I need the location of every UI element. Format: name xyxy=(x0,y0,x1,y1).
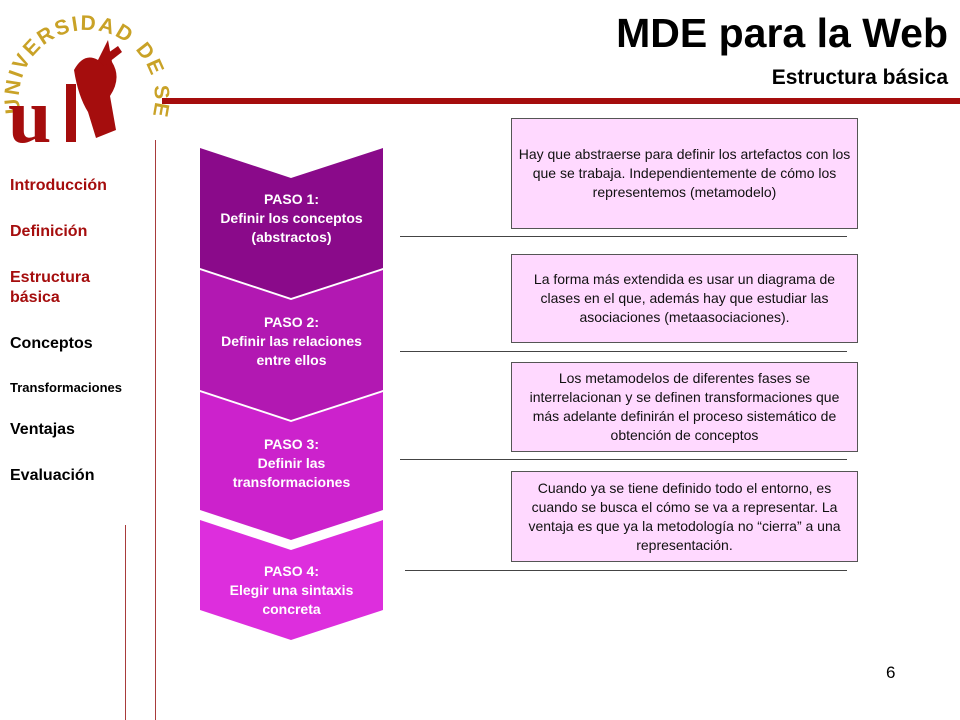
slide-subtitle: Estructura básica xyxy=(771,66,948,89)
step-4-chevron xyxy=(200,520,383,640)
university-seal-logo: UNIVERSIDAD DE SEVILLA u xyxy=(0,0,170,159)
step-1-label: PASO 1: Definir los conceptos (abstracto… xyxy=(200,190,383,247)
slide-title: MDE para la Web xyxy=(616,10,948,56)
step-4-description: Cuando ya se tiene definido todo el ento… xyxy=(511,471,858,562)
nav-item-transformaciones[interactable]: Transformaciones xyxy=(10,380,122,395)
step-3-label: PASO 3: Definir las transformaciones xyxy=(200,435,383,492)
step-4-label: PASO 4: Elegir una sintaxis concreta xyxy=(200,562,383,619)
step-2-description: La forma más extendida es usar un diagra… xyxy=(511,254,858,343)
step-3-line2: transformaciones xyxy=(232,474,351,490)
header-rule xyxy=(162,98,960,104)
step-2-line1: Definir las relaciones xyxy=(221,333,362,349)
nav-item-evaluacion[interactable]: Evaluación xyxy=(10,467,95,484)
step-1-line2: (abstractos) xyxy=(251,229,332,245)
logo-letter-u: u xyxy=(8,72,51,159)
step-2-heading: PASO 2: xyxy=(264,314,319,330)
step-1-underline xyxy=(400,236,847,237)
step-3-description: Los metamodelos de diferentes fases se i… xyxy=(511,362,858,452)
sidebar-divider-right xyxy=(155,140,156,720)
sidebar-divider-left xyxy=(125,525,126,720)
step-3-heading: PASO 3: xyxy=(264,436,319,452)
nav-item-conceptos[interactable]: Conceptos xyxy=(10,335,93,352)
step-2-chevron xyxy=(200,270,383,420)
step-2-underline xyxy=(400,351,847,352)
step-4-line2: concreta xyxy=(262,601,321,617)
step-3-underline xyxy=(400,459,847,460)
step-3-line1: Definir las xyxy=(257,455,326,471)
nav-item-ventajas[interactable]: Ventajas xyxy=(10,421,75,438)
nav-item-definicion[interactable]: Definición xyxy=(10,223,88,240)
step-2-label: PASO 2: Definir las relaciones entre ell… xyxy=(200,313,383,370)
step-1-heading: PASO 1: xyxy=(264,191,319,207)
step-3-chevron xyxy=(200,392,383,540)
step-4-underline xyxy=(405,570,847,571)
step-1-description: Hay que abstraerse para definir los arte… xyxy=(511,118,858,229)
page-number: 6 xyxy=(886,663,896,682)
step-2-line2: entre ellos xyxy=(256,352,327,368)
step-4-line1: Elegir una sintaxis xyxy=(229,582,354,598)
step-1-line1: Definir los conceptos xyxy=(220,210,363,226)
step-4-heading: PASO 4: xyxy=(264,563,319,579)
nav-item-estructura-basica[interactable]: Estructura básica xyxy=(10,269,91,306)
step-1-chevron xyxy=(200,148,383,298)
nav-item-introduccion[interactable]: Introducción xyxy=(10,177,107,194)
